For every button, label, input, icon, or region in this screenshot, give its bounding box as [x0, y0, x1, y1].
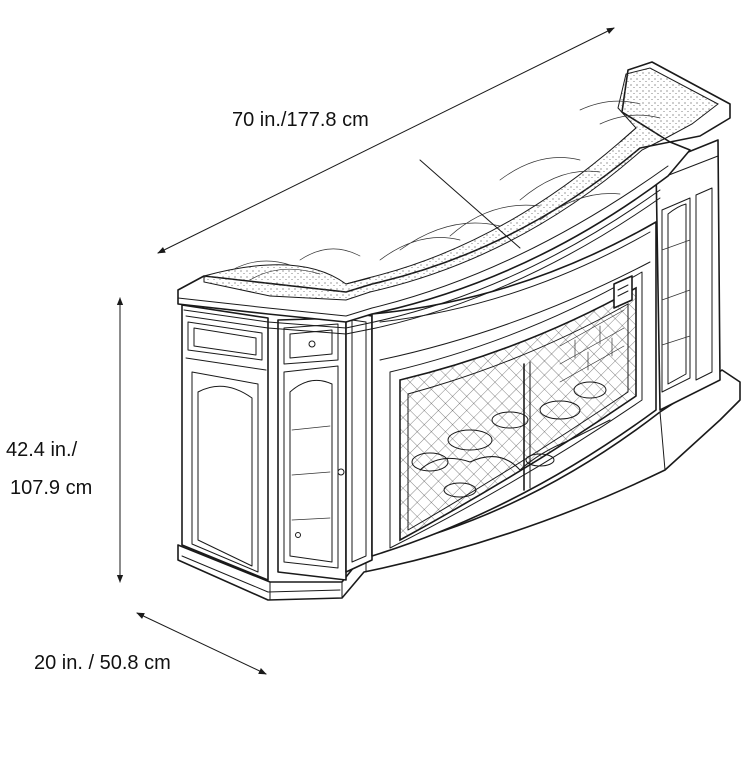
depth-label: 20 in. / 50.8 cm: [34, 652, 171, 674]
firebox-glass: [399, 275, 637, 542]
height-label-line2: 107.9 cm: [10, 477, 92, 499]
right-side-cabinet: [655, 139, 721, 411]
width-dimension-line: [157, 27, 615, 254]
width-label: 70 in./177.8 cm: [232, 109, 369, 131]
fireplace-console-illustration: [177, 61, 741, 601]
left-cabinet: [181, 304, 373, 581]
crown-molding: [183, 189, 661, 335]
top-slab: [177, 61, 731, 323]
height-label-line1: 42.4 in./: [6, 439, 78, 461]
depth-dimension-line: [136, 612, 267, 675]
